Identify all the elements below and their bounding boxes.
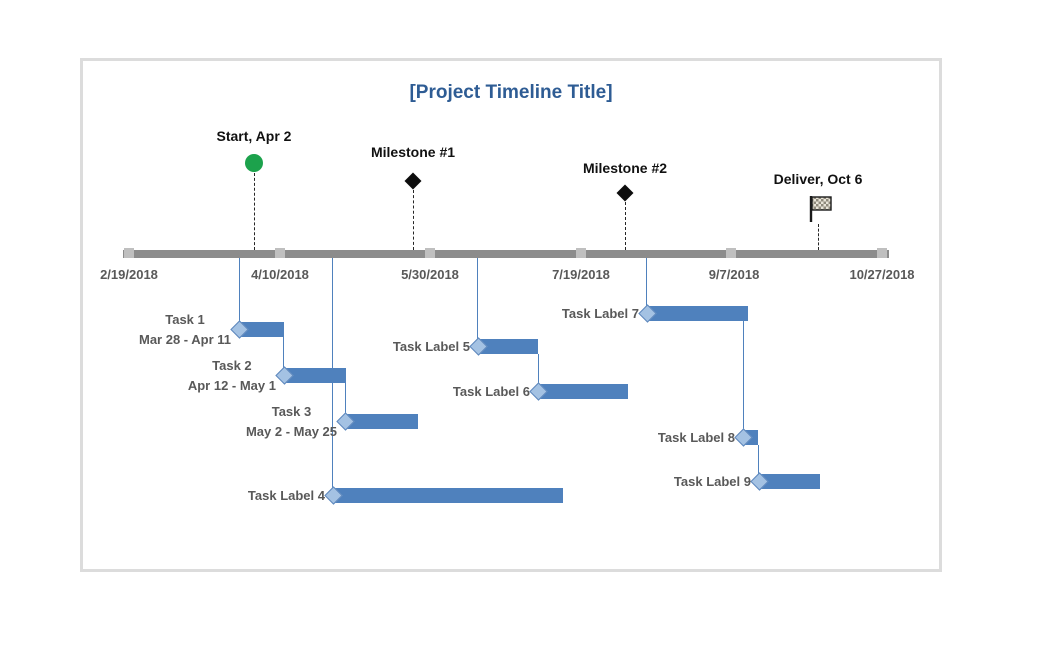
task-dates: Mar 28 - Apr 11 — [138, 332, 231, 347]
task-connector — [345, 383, 346, 422]
task-label-3: Task 3 May 2 - May 25 — [246, 402, 337, 442]
task-bar-7 — [647, 306, 748, 321]
task-bar-9 — [759, 474, 820, 489]
axis-date-label: 5/30/2018 — [401, 267, 459, 282]
task-label-4: Task Label 4 — [248, 486, 325, 506]
task-dates: May 2 - May 25 — [245, 424, 337, 439]
start-circle-icon — [245, 154, 263, 172]
task-name: Task Label 9 — [673, 474, 751, 489]
task-bar-2 — [284, 368, 346, 383]
task-label-9: Task Label 9 — [674, 472, 751, 492]
task-connector — [283, 337, 284, 376]
task-connector — [538, 354, 539, 392]
axis-date-label: 10/27/2018 — [849, 267, 915, 282]
task-connector — [743, 321, 744, 438]
chart-title: [Project Timeline Title] — [409, 82, 613, 103]
task-bar-3 — [345, 414, 418, 429]
axis-tick — [576, 248, 586, 258]
task-name: Task Label 8 — [657, 430, 735, 445]
task-dates: Apr 12 - May 1 — [187, 378, 276, 393]
axis-tick — [726, 248, 736, 258]
task-label-5: Task Label 5 — [393, 337, 470, 357]
task-connector — [646, 258, 647, 314]
task-name: Task Label 4 — [247, 488, 325, 503]
axis-tick — [425, 248, 435, 258]
task-connector — [758, 445, 759, 482]
task-label-7: Task Label 7 — [562, 304, 639, 324]
axis-tick — [275, 248, 285, 258]
task-name: Task Label 5 — [392, 339, 470, 354]
task-connector — [239, 258, 240, 330]
task-bar-5 — [478, 339, 538, 354]
task-name: Task 2 — [212, 358, 252, 373]
axis-date-label: 7/19/2018 — [552, 267, 610, 282]
milestone-label-deliver: Deliver, Oct 6 — [773, 171, 863, 187]
milestone-leader-line — [254, 173, 255, 250]
milestone-leader-line — [818, 224, 819, 250]
task-connector — [477, 258, 478, 347]
task-label-1: Task 1 Mar 28 - Apr 11 — [139, 310, 231, 350]
milestone-label-1: Milestone #1 — [370, 144, 456, 160]
axis-tick — [124, 248, 134, 258]
task-bar-6 — [538, 384, 628, 399]
axis-date-label: 9/7/2018 — [708, 267, 760, 282]
milestone-label-start: Start, Apr 2 — [216, 128, 292, 144]
axis-date-label: 2/19/2018 — [100, 267, 158, 282]
milestone-leader-line — [413, 190, 414, 250]
task-bar-4 — [333, 488, 563, 503]
timeline-axis — [123, 250, 889, 258]
task-bar-1 — [239, 322, 284, 337]
task-label-2: Task 2 Apr 12 - May 1 — [188, 356, 276, 396]
task-name: Task 1 — [165, 312, 205, 327]
milestone-label-2: Milestone #2 — [582, 160, 668, 176]
task-label-6: Task Label 6 — [453, 382, 530, 402]
deliver-flag-icon — [809, 196, 832, 222]
axis-tick — [877, 248, 887, 258]
milestone-leader-line — [625, 202, 626, 250]
task-name: Task 3 — [271, 404, 312, 419]
axis-date-label: 4/10/2018 — [251, 267, 309, 282]
task-name: Task Label 7 — [561, 306, 639, 321]
task-name: Task Label 6 — [452, 384, 530, 399]
task-label-8: Task Label 8 — [658, 428, 735, 448]
